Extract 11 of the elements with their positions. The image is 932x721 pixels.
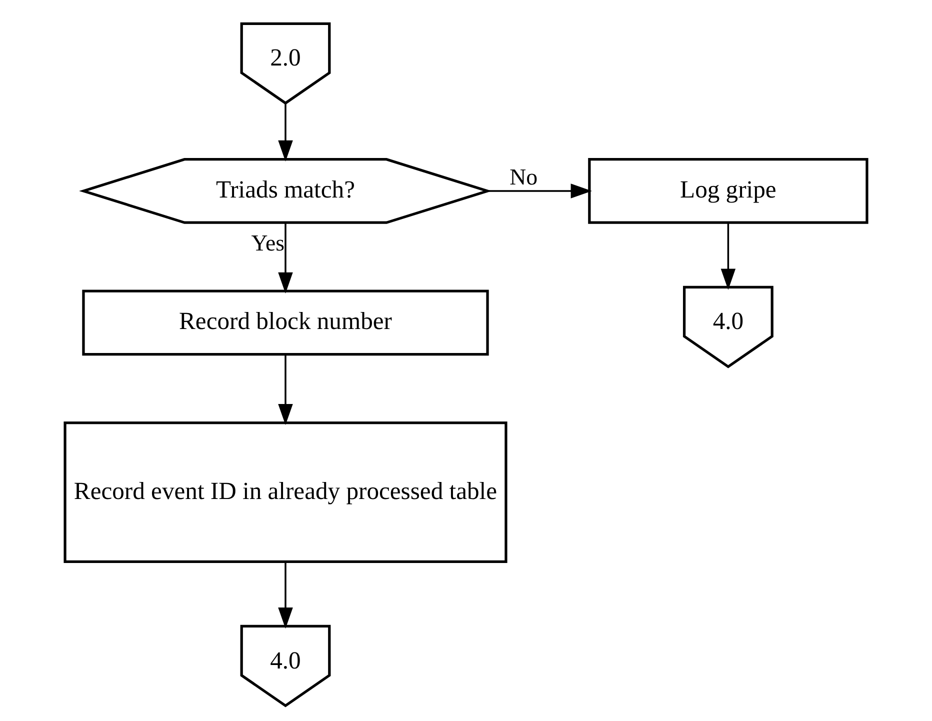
- edge-label: No: [510, 164, 538, 190]
- node-box: Record event ID in already processed table: [64, 422, 508, 563]
- edge-label: Yes: [251, 230, 285, 256]
- node-box: Log gripe: [588, 158, 868, 224]
- arrow: [278, 104, 293, 162]
- arrow: [278, 223, 293, 294]
- node-box: Record block number: [82, 290, 489, 356]
- arrow: [488, 184, 592, 198]
- arrow: [278, 354, 293, 426]
- arrow: [720, 223, 736, 290]
- arrow: [278, 562, 293, 629]
